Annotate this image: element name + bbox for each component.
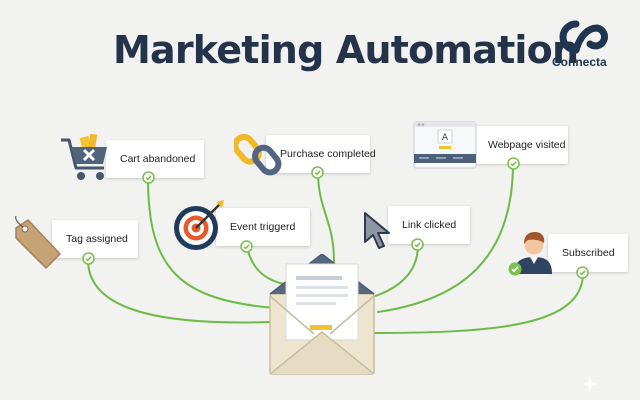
price-tag-icon [15,215,61,269]
trigger-card-event-triggered: Event triggerd [216,208,310,246]
sparkle-icon [582,376,598,392]
trigger-label: Tag assigned [66,233,128,245]
trigger-card-webpage-visited: Webpage visited [474,126,568,164]
connector-purchase-completed [317,171,335,263]
check-circle-icon [576,266,589,279]
browser-window-icon: A [413,121,477,169]
chain-link-icon [234,133,282,176]
check-badge-icon [508,262,522,276]
target-arrow-icon [174,200,224,250]
svg-text:A: A [442,133,449,143]
trigger-card-tag-assigned: Tag assigned [52,220,138,258]
trigger-label: Event triggerd [230,221,296,233]
check-circle-icon [82,252,95,265]
check-circle-icon [411,238,424,251]
trigger-label: Subscribed [562,247,615,259]
connector-cart-abandoned [147,177,276,309]
check-circle-icon [507,157,520,170]
connector-webpage-visited [377,162,514,313]
shopping-cart-icon [61,133,107,180]
connector-link-clicked [371,244,419,298]
trigger-card-subscribed: Subscribed [548,234,628,272]
trigger-card-cart-abandoned: Cart abandoned [106,140,204,178]
check-circle-icon [142,171,155,184]
check-circle-icon [311,166,324,179]
trigger-label: Webpage visited [488,139,566,151]
trigger-label: Cart abandoned [120,153,196,165]
trigger-card-purchase-completed: Purchase completed [266,135,376,173]
trigger-label: Link clicked [402,219,457,231]
mouse-cursor-icon [364,212,390,249]
trigger-label: Purchase completed [280,148,376,160]
page-title: Marketing Automation [113,28,579,72]
connector-subscribed [371,272,584,334]
trigger-card-link-clicked: Link clicked [388,206,470,244]
connector-tag-assigned [87,259,271,324]
connecta-logo-icon [559,20,608,54]
user-avatar-icon [514,232,552,274]
brand-name: Connecta [552,55,607,69]
email-envelope-icon [269,254,375,375]
check-circle-icon [240,240,253,253]
